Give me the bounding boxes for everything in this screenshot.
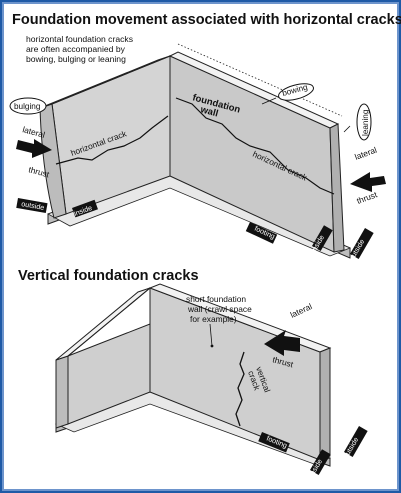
top-outside-left-tag: outside — [16, 197, 48, 214]
top-title: Foundation movement associated with hori… — [12, 12, 401, 28]
short-wall-leader-dot — [210, 344, 214, 348]
svg-text:outside: outside — [21, 199, 45, 212]
foundation-wall-label-line-2: wall — [198, 104, 219, 120]
leaning-callout: leaning — [343, 103, 372, 141]
bottom-outside-tag: outside — [341, 426, 368, 460]
bottom-thrust-arrow-icon — [264, 330, 300, 356]
top-note-line-3: bowing, bulging or leaning — [26, 54, 126, 64]
top-right-thrust-line-2: thrust — [355, 189, 379, 206]
top-left-thrust-arrow-icon — [16, 139, 52, 158]
top-right-horizontal-crack — [175, 97, 335, 195]
short-wall-note-line-3: for example) — [190, 314, 237, 324]
bulging-label: bulging — [14, 102, 41, 111]
short-wall-note-line-1: short foundation — [186, 294, 246, 304]
top-left-wall — [39, 55, 171, 219]
bottom-title: Vertical foundation cracks — [18, 268, 199, 284]
top-right-wall — [168, 43, 345, 253]
top-note-line-1: horizontal foundation cracks — [26, 34, 133, 44]
short-wall-leader — [209, 323, 213, 347]
bulging-callout: bulging — [9, 97, 47, 115]
top-outside-right-tag: outside — [347, 228, 374, 262]
top-left-horizontal-crack — [55, 115, 169, 165]
leaning-label: leaning — [361, 109, 370, 136]
short-wall-note-line-2: wall (crawl space — [187, 304, 252, 314]
top-right-thrust-arrow-icon — [350, 172, 386, 192]
top-note-line-2: are often accompanied by — [26, 44, 126, 54]
bottom-thrust-line-1: lateral — [289, 301, 314, 320]
vertical-crack — [235, 351, 245, 427]
top-right-thrust-line-1: lateral — [353, 145, 378, 162]
